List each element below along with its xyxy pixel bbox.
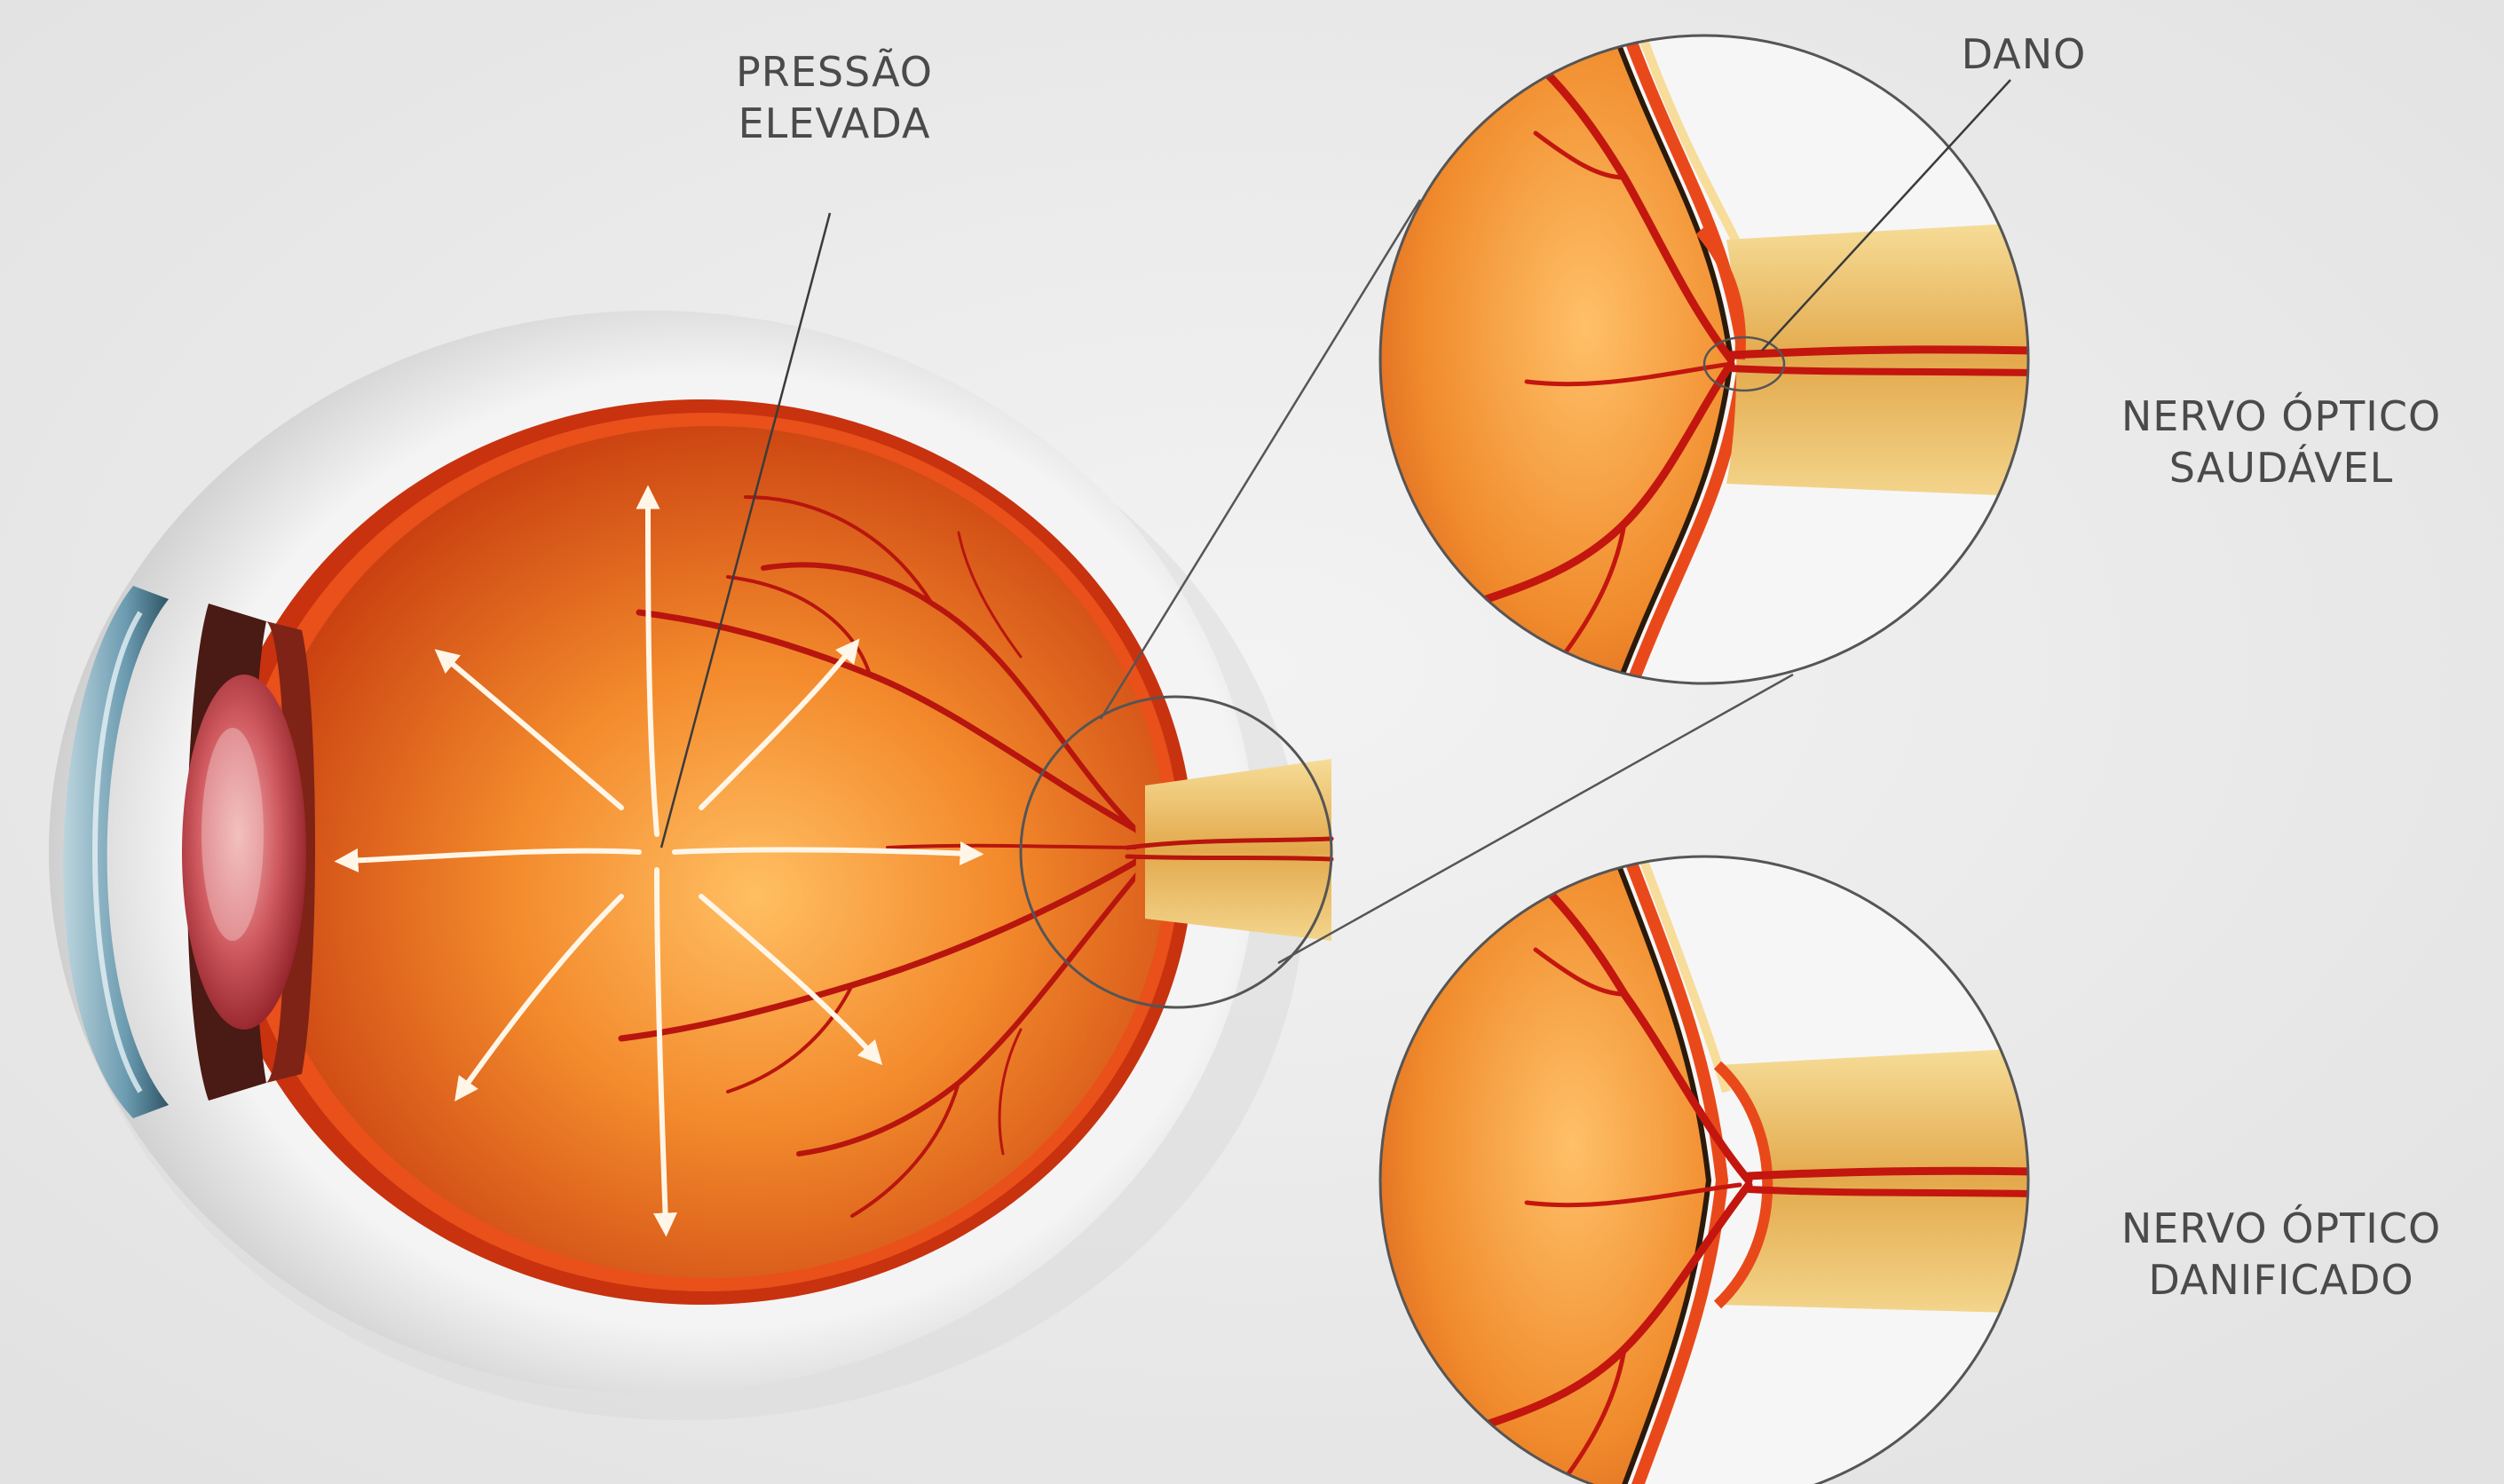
label-healthy-line2: SAUDÁVEL: [2077, 442, 2485, 493]
label-damage: DANO: [1935, 28, 2113, 80]
label-pressure: PRESSÃO ELEVADA: [692, 46, 976, 149]
label-damaged-line2: DANIFICADO: [2077, 1254, 2485, 1306]
label-damaged-line1: NERVO ÓPTICO: [2077, 1203, 2485, 1254]
label-healthy-line1: NERVO ÓPTICO: [2077, 391, 2485, 442]
optic-nerve: [1145, 759, 1331, 941]
label-pressure-line1: PRESSÃO: [692, 46, 976, 98]
label-damage-text: DANO: [1935, 28, 2113, 80]
label-damaged-nerve: NERVO ÓPTICO DANIFICADO: [2077, 1203, 2485, 1306]
label-healthy-nerve: NERVO ÓPTICO SAUDÁVEL: [2077, 391, 2485, 493]
label-pressure-line2: ELEVADA: [692, 98, 976, 149]
